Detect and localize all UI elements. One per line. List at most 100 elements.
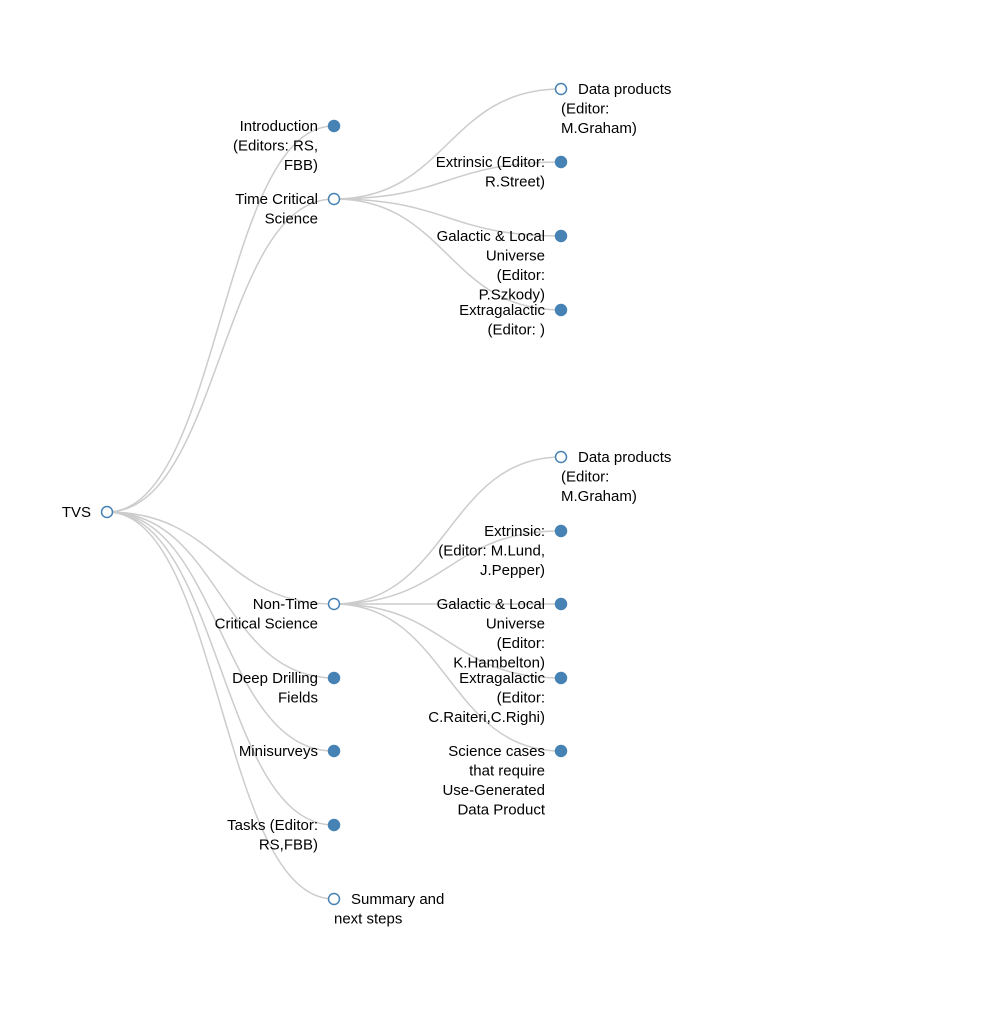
node-label-line: Science [265,211,318,228]
node-ntc-extrinsic[interactable]: Extrinsic: (Editor: M.Lund, J.Pepper) [438,523,568,579]
node-label-line: TVS [62,504,91,521]
node-introduction[interactable]: Introduction (Editors: RS, FBB) [233,118,341,174]
link-tvs-to-deep-drilling [106,511,335,679]
node-label-line: Minisurveys [239,743,318,760]
node-label-line: J.Pepper) [480,562,545,579]
node-label-tc-data-products: Data products (Editor: M.Graham) [561,81,671,137]
node-label-line: (Editors: RS, [233,138,318,155]
node-label-line: Data products [578,449,671,466]
node-label-line: R.Street) [485,174,545,191]
node-circle-ntc-data-products[interactable] [554,450,568,464]
node-label-line: M.Graham) [561,488,637,505]
node-label-line: Introduction [240,118,318,135]
node-label-line: P.Szkody) [479,287,545,304]
node-tasks[interactable]: Tasks (Editor:RS,FBB) [227,817,341,854]
node-label-summary: Summary and next steps [334,891,444,928]
node-label-line: C.Raiteri,C.Righi) [428,709,545,726]
link-time-critical-to-tc-data-products [333,88,562,200]
node-label-line: K.Hambelton) [453,655,545,672]
node-label-line: Summary and [351,891,444,908]
node-circle-tvs[interactable] [100,505,114,519]
node-circle-tc-extrinsic[interactable] [554,155,568,169]
node-circle-tasks[interactable] [327,818,341,832]
link-time-critical-to-tc-extragalactic [333,198,562,311]
node-tc-extrinsic[interactable]: Extrinsic (Editor:R.Street) [436,154,568,191]
link-non-time-critical-to-ntc-data-products [333,456,562,605]
node-label-ntc-extrinsic: Extrinsic: (Editor: M.Lund, J.Pepper) [438,523,545,579]
node-label-line: Galactic & Local [437,596,545,613]
node-ntc-extragalactic[interactable]: Extragalactic (Editor: C.Raiteri,C.Righi) [428,670,568,726]
node-circle-tc-extragalactic[interactable] [554,303,568,317]
node-label-line: Deep Drilling [232,670,318,687]
link-time-critical-to-tc-extrinsic [333,161,562,200]
node-circle-ntc-galactic-local[interactable] [554,597,568,611]
node-label-line: Data Product [457,802,545,819]
node-label-line: Universe [486,616,545,633]
node-label-line: (Editor: [497,690,545,707]
node-label-tvs: TVS [62,504,91,521]
node-label-line: Non-Time [253,596,318,613]
tree-nodes: TVS Introduction (Editors: RS, FBB) Time Cri… [62,81,672,928]
node-summary[interactable]: Summary and next steps [327,891,445,928]
node-label-line: next steps [334,911,402,928]
link-tvs-to-introduction [106,125,335,513]
node-circle-time-critical[interactable] [327,192,341,206]
node-tvs[interactable]: TVS [62,504,114,521]
node-circle-ntc-extrinsic[interactable] [554,524,568,538]
node-label-line: Time Critical [235,191,318,208]
node-label-ntc-extragalactic: Extragalactic (Editor: C.Raiteri,C.Righi) [428,670,545,726]
node-label-line: Use-Generated [442,782,545,799]
node-circle-introduction[interactable] [327,119,341,133]
node-circle-minisurveys[interactable] [327,744,341,758]
node-label-line: Data products [578,81,671,98]
node-label-line: Extragalactic [459,302,545,319]
node-label-line: (Editor: [561,469,609,486]
node-tc-data-products[interactable]: Data products (Editor: M.Graham) [554,81,672,137]
node-minisurveys[interactable]: Minisurveys [239,743,341,760]
node-label-line: Extragalactic [459,670,545,687]
node-circle-tc-data-products[interactable] [554,82,568,96]
node-label-line: Galactic & Local [437,228,545,245]
node-label-introduction: Introduction (Editors: RS, FBB) [233,118,318,174]
link-tvs-to-non-time-critical [106,511,335,605]
node-label-line: that require [469,763,545,780]
link-non-time-critical-to-ntc-extrinsic [333,530,562,605]
node-circle-deep-drilling[interactable] [327,671,341,685]
link-tvs-to-summary [106,511,335,900]
node-label-tasks: Tasks (Editor:RS,FBB) [227,817,318,854]
node-label-ntc-data-products: Data products (Editor: M.Graham) [561,449,671,505]
node-label-line: (Editor: [561,101,609,118]
node-tc-extragalactic[interactable]: Extragalactic(Editor: ) [459,302,568,339]
node-label-line: (Editor: [497,267,545,284]
node-label-line: FBB) [284,157,318,174]
node-label-line: Universe [486,248,545,265]
node-circle-summary[interactable] [327,892,341,906]
node-label-line: Tasks (Editor: [227,817,318,834]
link-non-time-critical-to-ntc-extragalactic [333,603,562,679]
link-tvs-to-time-critical [106,198,335,513]
node-circle-ntc-extragalactic[interactable] [554,671,568,685]
link-time-critical-to-tc-galactic-local [333,198,562,237]
node-circle-ntc-user-generated[interactable] [554,744,568,758]
node-label-line: (Editor: M.Lund, [438,543,545,560]
node-circle-non-time-critical[interactable] [327,597,341,611]
link-non-time-critical-to-ntc-user-generated [333,603,562,752]
node-label-line: Science cases [448,743,545,760]
node-label-line: Fields [278,690,318,707]
node-label-line: Critical Science [215,616,318,633]
node-circle-tc-galactic-local[interactable] [554,229,568,243]
node-ntc-data-products[interactable]: Data products (Editor: M.Graham) [554,449,672,505]
node-label-line: M.Graham) [561,120,637,137]
node-label-line: Extrinsic: [484,523,545,540]
